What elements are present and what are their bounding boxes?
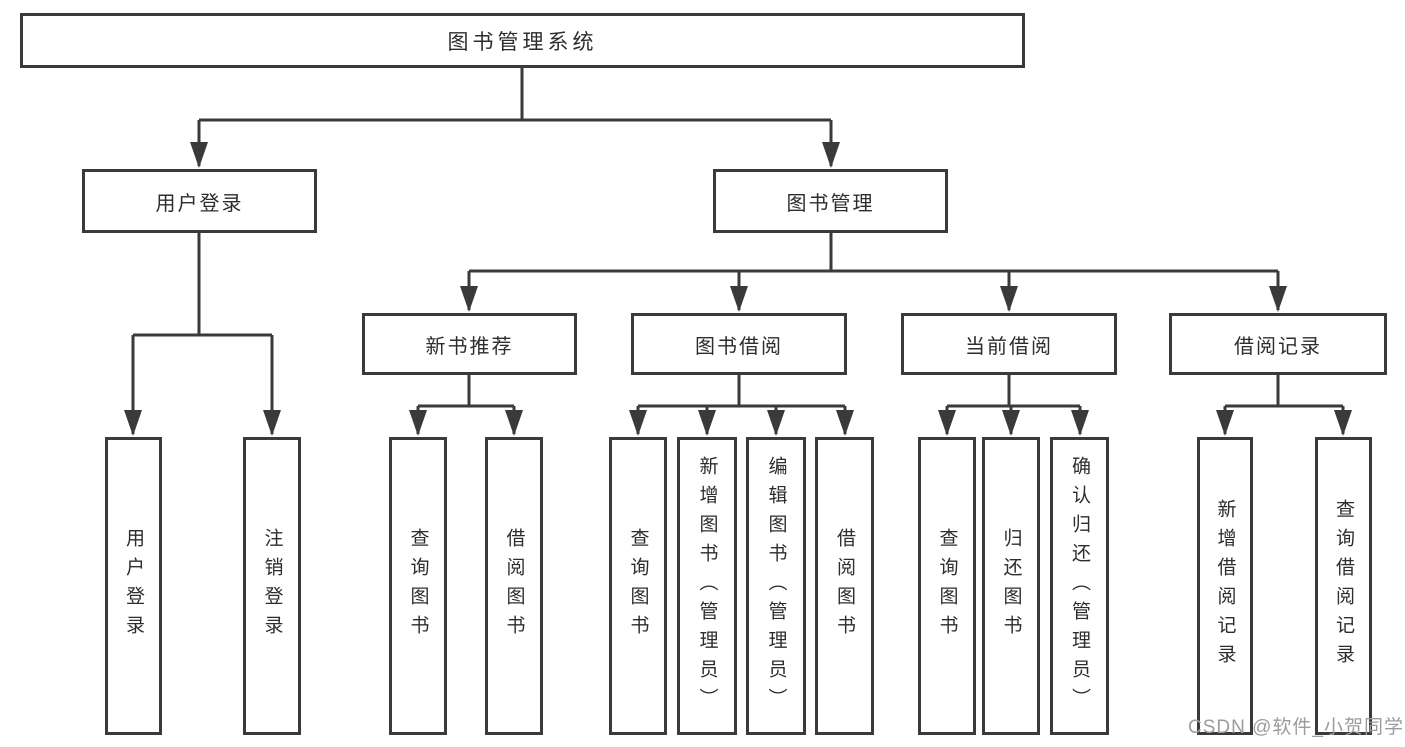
node-label: 借阅图书 [834, 528, 855, 644]
node-label: 用户登录 [123, 528, 144, 644]
node-add-borrow-record: 新增借阅记录 [1197, 437, 1253, 735]
node-return-books: 归还图书 [982, 437, 1040, 735]
node-borrow-books: 借阅图书 [815, 437, 874, 735]
node-label: 图书借阅 [695, 335, 783, 358]
node-query-borrow-record: 查询借阅记录 [1315, 437, 1372, 735]
node-label: 新增图书（管理员） [696, 455, 718, 717]
node-logout: 注销登录 [243, 437, 301, 735]
node-label: 确认归还（管理员） [1069, 455, 1090, 717]
node-label: 借阅记录 [1234, 335, 1322, 358]
node-query-books-recommend: 查询图书 [389, 437, 447, 735]
node-label: 查询图书 [627, 528, 649, 644]
node-borrow-books-recommend: 借阅图书 [485, 437, 543, 735]
node-confirm-return-admin: 确认归还（管理员） [1050, 437, 1109, 735]
node-query-books-borrowing: 查询图书 [609, 437, 667, 735]
node-label: 注销登录 [261, 528, 283, 644]
node-add-books-admin: 新增图书（管理员） [677, 437, 737, 735]
node-label: 用户登录 [155, 192, 244, 215]
csdn-watermark: CSDN @软件_小贺同学 [1188, 717, 1404, 738]
node-new-book-recommend: 新书推荐 [362, 313, 577, 375]
node-label: 当前借阅 [965, 335, 1053, 358]
node-label: 新增借阅记录 [1214, 499, 1236, 673]
node-library-system: 图书管理系统 [20, 13, 1025, 68]
node-current-borrowing: 当前借阅 [901, 313, 1117, 375]
node-label: 新书推荐 [425, 335, 514, 358]
node-borrowing-records: 借阅记录 [1169, 313, 1387, 375]
node-label: 归还图书 [1000, 528, 1022, 644]
node-book-management-group: 图书管理 [713, 169, 948, 233]
node-label: 编辑图书（管理员） [765, 455, 787, 717]
node-label: 查询图书 [407, 528, 429, 644]
node-user-login: 用户登录 [105, 437, 162, 735]
node-edit-books-admin: 编辑图书（管理员） [746, 437, 806, 735]
node-query-books-current: 查询图书 [918, 437, 976, 735]
node-book-borrowing: 图书借阅 [631, 313, 847, 375]
node-label: 借阅图书 [503, 528, 525, 644]
node-label: 查询借阅记录 [1333, 499, 1354, 673]
node-label: 图书管理 [786, 192, 875, 215]
node-user-login-group: 用户登录 [82, 169, 317, 233]
node-label: 图书管理系统 [447, 30, 598, 54]
node-label: 查询图书 [936, 528, 958, 644]
